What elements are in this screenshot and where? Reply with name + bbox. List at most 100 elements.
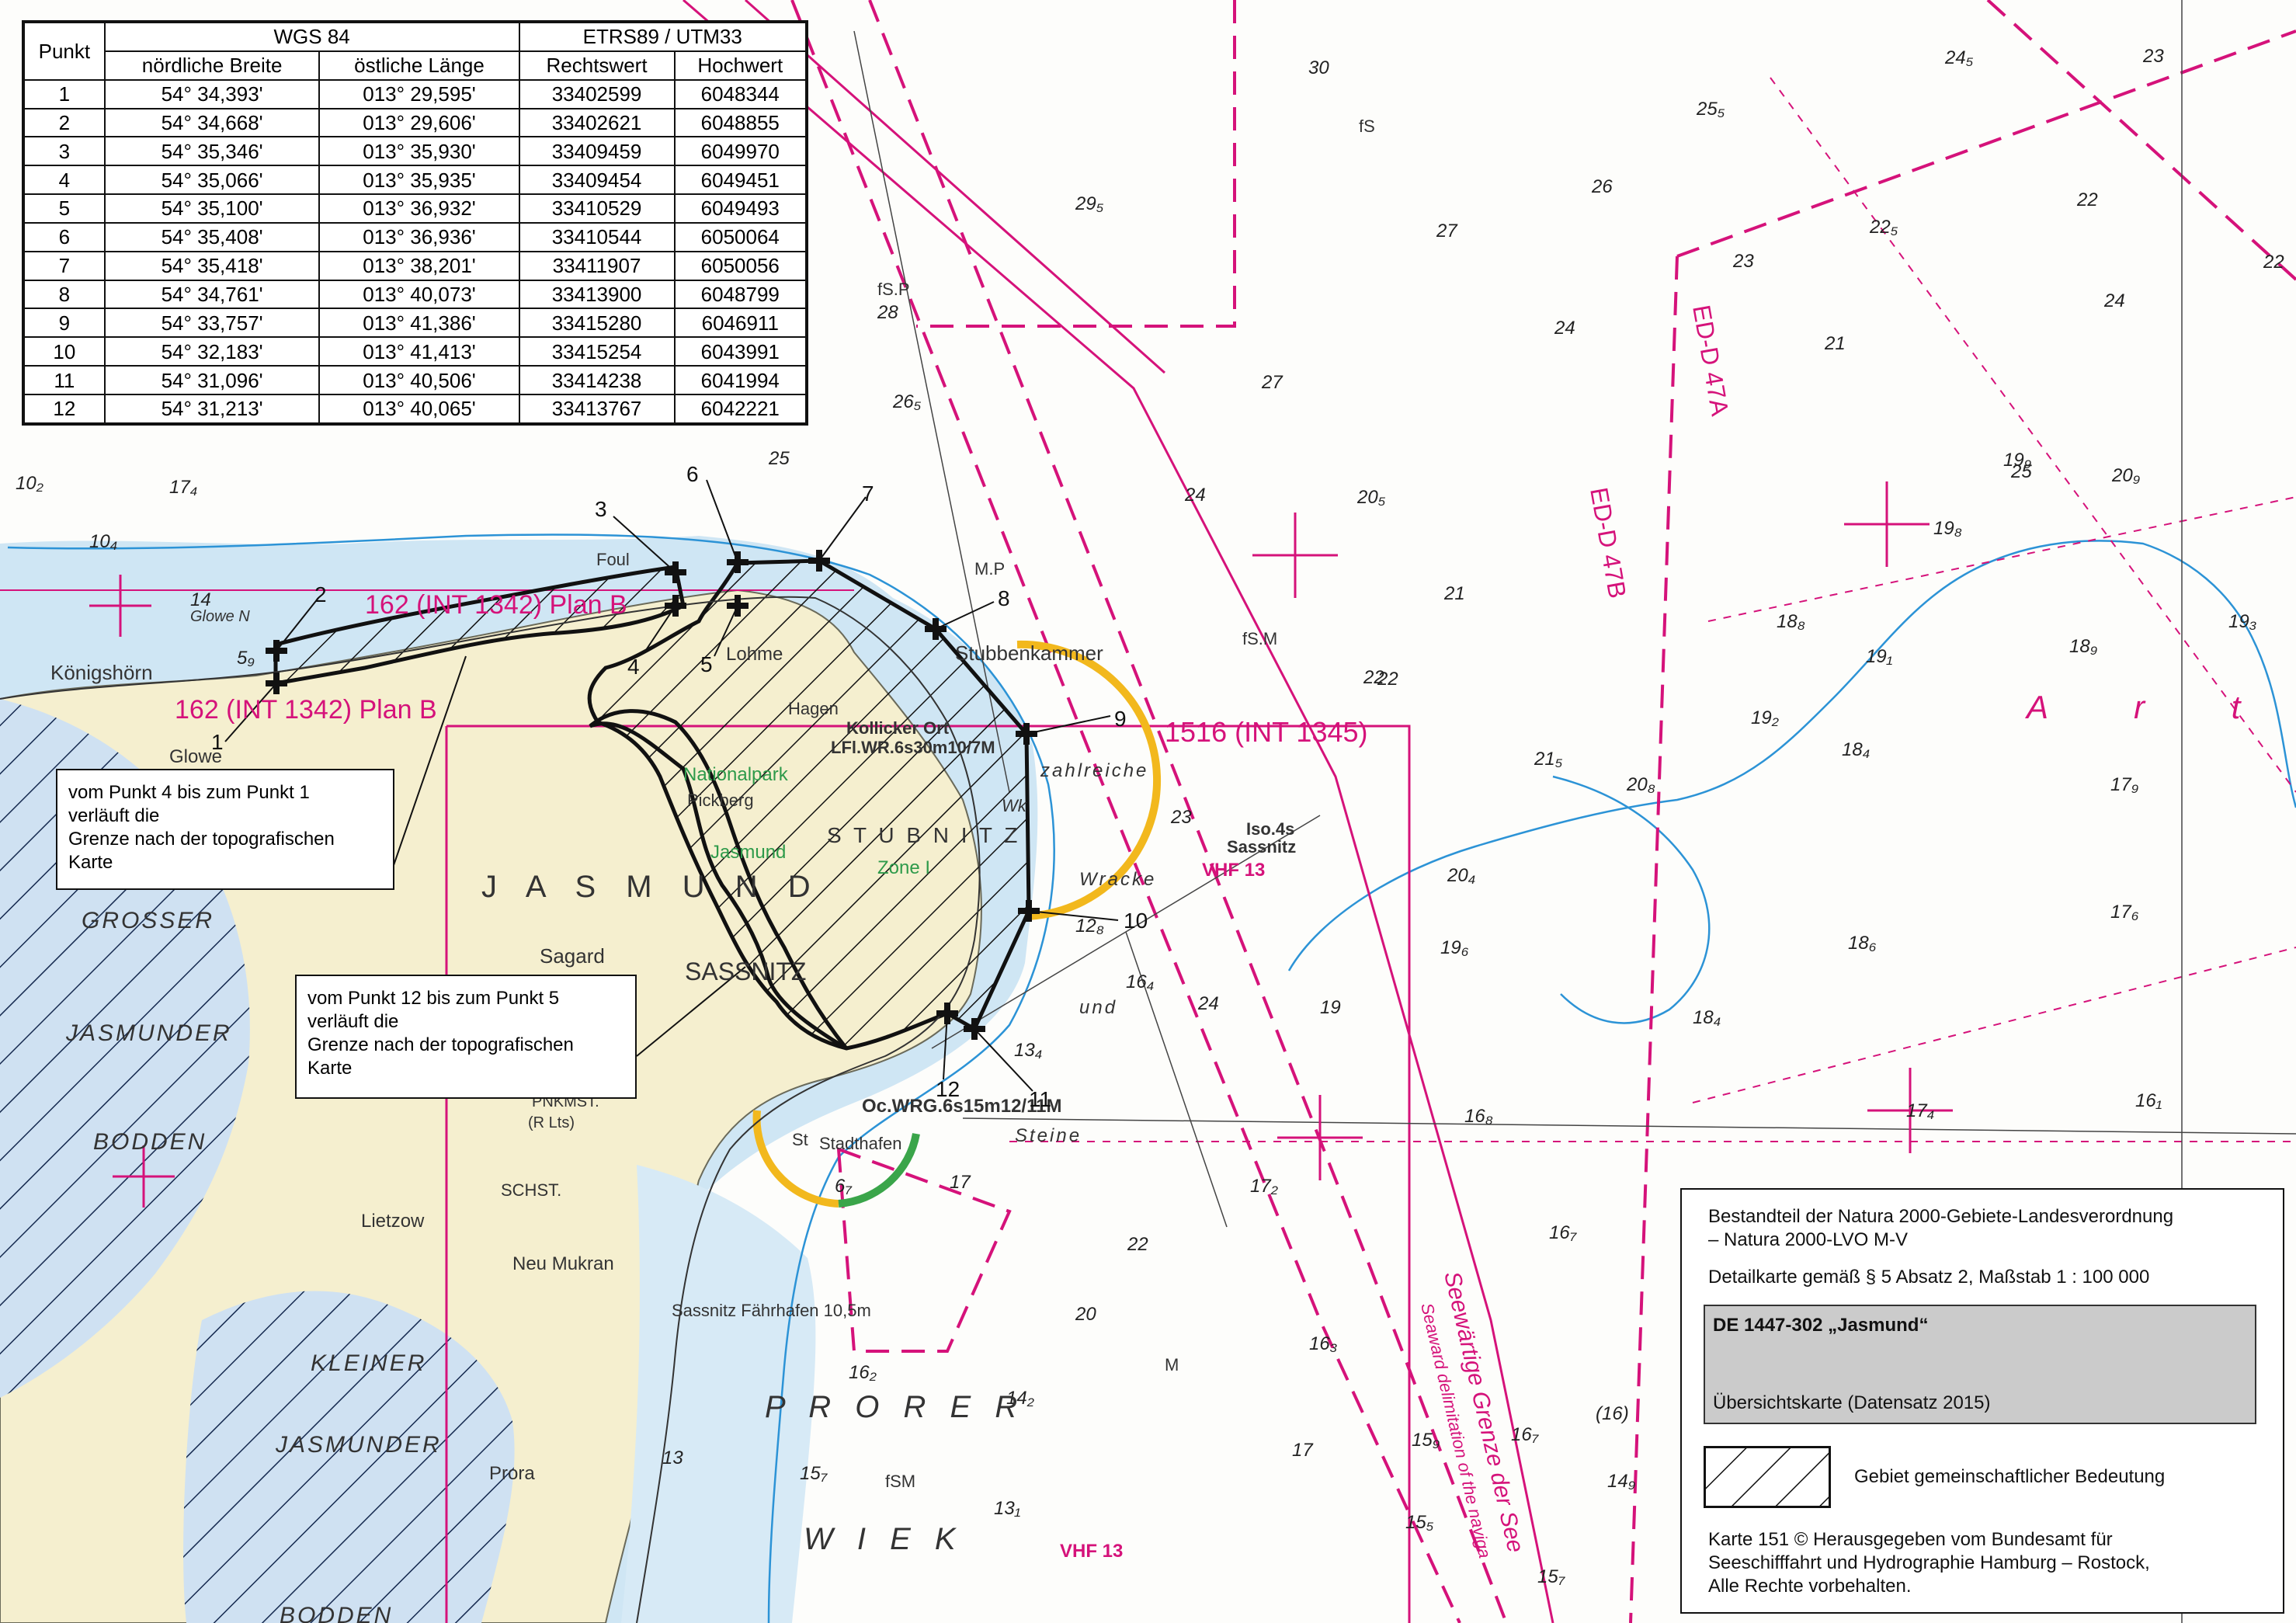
depth: 15₇ [800,1463,828,1484]
point-label-2: 2 [314,582,327,606]
cell-north: 6049970 [673,136,808,167]
depth: 19₈ [1933,518,1962,539]
coordinate-table-box: Punkt WGS 84 ETRS89 / UTM33 nördliche Br… [22,20,808,426]
cell-lat: 54° 34,393' [103,78,321,109]
depth: 14₉ [1607,1471,1635,1492]
depth: 6₇ [835,1176,853,1197]
depth: 24 [1184,485,1206,506]
cell-east: 33402599 [518,78,676,109]
table-header-row: Punkt WGS 84 ETRS89 / UTM33 [23,22,808,81]
depth: 30 [1308,57,1329,78]
cell-lon: 013° 29,606' [318,107,520,138]
point-label-4: 4 [627,655,640,679]
depth: 24 [1197,993,1219,1014]
cell-point: 7 [23,250,106,281]
prorer-wiek-shallow [621,1165,816,1623]
depth: 29₅ [1075,193,1104,214]
boundary-point-markers [266,550,1040,1040]
header-longitude: östliche Länge [318,50,520,81]
depth: 16₈ [1464,1106,1493,1127]
label-light-sassnitz: Oc.WRG.6s15m12/11M [862,1096,1061,1117]
depth: 14 [190,589,211,610]
note-line: vom Punkt 12 bis zum Punkt 5 [307,988,560,1009]
light-sector-sassnitz [752,1110,839,1208]
cell-lat: 54° 35,346' [103,136,321,167]
label-jasmund: J A S M U N D [481,870,821,904]
depth: 17₂ [1250,1176,1278,1197]
depth: 20₉ [2111,465,2140,486]
point-label-8: 8 [998,586,1010,610]
label-fs-m: fS.M [1242,629,1277,648]
cell-north: 6043991 [673,336,808,367]
label-chart-162-a: 162 (INT 1342) Plan B [365,590,627,620]
label-glowe: Glowe [169,746,222,767]
depth: 12₈ [1075,916,1104,937]
label-fsm: fSM [885,1472,915,1491]
depth: 23 [2142,46,2164,67]
depth: 18₄ [1842,739,1870,760]
label-chart-1516: 1516 (INT 1345) [1165,716,1368,748]
label-bay-jasmunder: JASMUNDER [65,1020,232,1046]
cell-point: 1 [23,78,106,109]
header-easting: Rechtswert [518,50,676,81]
contour-northeast [1287,540,2296,971]
depth: 16₇ [1511,1424,1540,1445]
depth: 15₉ [1412,1430,1440,1451]
depth: 19₃ [2228,611,2256,632]
header-northing: Hochwert [673,50,808,81]
label-koenigshoern: Königshörn [50,661,153,684]
cell-lat: 54° 35,066' [103,165,321,196]
point-label-7: 7 [862,481,874,506]
depth: 18₈ [1777,611,1805,632]
cell-lon: 013° 29,595' [318,78,520,109]
cell-point: 3 [23,136,106,167]
label-neu-mukran: Neu Mukran [512,1253,614,1274]
depth: 18₆ [1848,933,1877,954]
depth: 14₂ [1006,1388,1034,1409]
map-legend: Bestandteil der Natura 2000-Gebiete-Land… [1680,1188,2284,1614]
fairway-lines [683,0,1554,1623]
cell-east: 33409459 [518,136,676,167]
depth: 17₆ [2110,902,2139,923]
cell-north: 6042221 [673,393,808,425]
label-stubbenkammer: Stubbenkammer [955,641,1103,665]
point-label-11: 11 [1029,1087,1051,1111]
depth: 24 [1554,318,1575,339]
cell-north: 6048344 [673,78,808,109]
label-st: St [792,1130,808,1149]
cell-lat: 54° 34,668' [103,107,321,138]
legend-regulation-line-2: – Natura 2000-LVO M-V [1708,1229,1909,1250]
note-line: Grenze nach der topografischen [68,829,335,850]
light-sector-sassnitz-green [838,1133,920,1208]
depth: 16₇ [1549,1222,1578,1243]
depth: 22₅ [1869,217,1898,238]
legend-hatch-swatch [1704,1446,1831,1508]
depth: 5₉ [237,648,255,669]
depth: 25 [2010,461,2032,482]
depth: 17 [950,1172,971,1193]
label-bay-kleiner: KLEINER [311,1350,426,1376]
depth: 16₄ [1126,971,1154,992]
depth: 13 [662,1447,683,1468]
point-label-3: 3 [595,497,607,521]
depth: 26₅ [892,391,922,412]
label-sagard: Sagard [540,944,605,968]
bearing-lines [853,0,2296,1623]
buoy-labels: Iso.4s Sassnitz [1227,819,1296,857]
contour-east [1552,775,1711,1024]
depth: 26 [1591,176,1613,197]
coastline [0,596,981,1623]
cell-east: 33402621 [518,107,676,138]
point-label-6: 6 [686,462,699,486]
depth: 15₅ [1405,1512,1434,1533]
legend-site-panel: DE 1447-302 „Jasmund“ Übersichtskarte (D… [1704,1305,2256,1424]
legend-copyright-line-1: Karte 151 © Herausgegeben vom Bundesamt … [1708,1529,2113,1550]
depth: 20₅ [1356,487,1386,508]
depth: 21 [1824,333,1846,354]
cell-lon: 013° 41,386' [318,308,520,339]
